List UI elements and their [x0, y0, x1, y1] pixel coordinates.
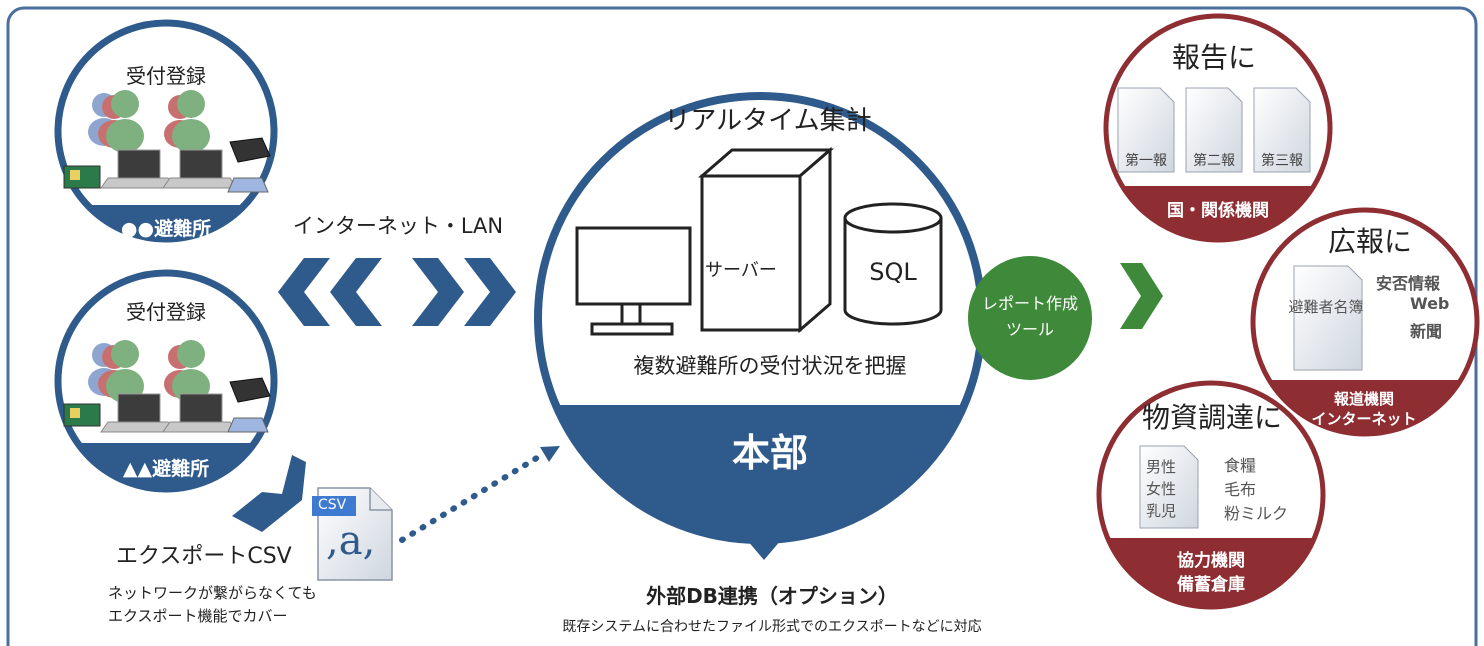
- shelter-1-circle: [54, 19, 278, 243]
- pr-circle: [1250, 207, 1480, 437]
- pr-title: 広報に: [1327, 225, 1413, 258]
- hq-title: リアルタイム集計: [664, 106, 872, 136]
- hq-name: 本部: [731, 431, 809, 475]
- supply-band-line1: 協力機関: [1177, 551, 1245, 571]
- server-icon: [697, 146, 835, 334]
- pr-band-line2: インターネット: [1311, 410, 1417, 428]
- dotted-arrow: [399, 446, 560, 543]
- export-note-line2: エクスポート機能でカバー: [108, 607, 288, 625]
- report-doc-3: 第三報: [1261, 153, 1303, 169]
- shelter-1-reception-label: 受付登録: [126, 64, 206, 88]
- right-chevron-icon: [1120, 263, 1163, 329]
- csv-badge: CSV: [318, 497, 347, 513]
- tablet-icon: [229, 137, 271, 163]
- export-note-line1: ネットワークが繋がらなくても: [108, 584, 317, 602]
- report-tool-circle: [968, 256, 1092, 380]
- network-label: インターネット・LAN: [292, 214, 504, 238]
- card-reader-icon: [63, 403, 101, 427]
- tablet-icon: [229, 377, 271, 403]
- scanner-icon: [227, 177, 269, 193]
- report-title: 報告に: [1171, 41, 1257, 74]
- pr-band-line1: 報道機関: [1333, 390, 1395, 408]
- pr-item-2: Web: [1410, 294, 1450, 313]
- report-tool-line1: レポート作成: [981, 294, 1079, 313]
- people-icon: [88, 90, 210, 153]
- pr-doc: 避難者名簿: [1288, 298, 1364, 316]
- pr-item-3: 新聞: [1410, 322, 1443, 341]
- export-arrow-icon: [232, 455, 306, 532]
- supply-band-line2: 備蓄倉庫: [1177, 575, 1245, 595]
- supply-item-1: 食糧: [1224, 456, 1257, 475]
- hq-status: 複数避難所の受付状況を把握: [633, 354, 907, 378]
- csv-file-glyph: ,a,: [326, 518, 376, 564]
- export-csv-title: エクスポートCSV: [116, 544, 292, 569]
- supply-item-3: 粉ミルク: [1224, 504, 1289, 523]
- server-label: サーバー: [705, 260, 777, 281]
- card-reader-icon: [63, 165, 101, 189]
- shelter-2-name: ▲▲避難所: [122, 458, 210, 480]
- report-band: 国・関係機関: [1167, 201, 1269, 221]
- external-db-title: 外部DB連携（オプション）: [646, 584, 898, 608]
- supply-item-2: 毛布: [1224, 480, 1257, 499]
- report-doc-1: 第一報: [1125, 153, 1167, 169]
- supply-title: 物資調達に: [1141, 401, 1283, 434]
- scanner-icon: [227, 417, 269, 433]
- laptop-icon: [100, 149, 238, 189]
- supply-doc-line3: 乳児: [1146, 502, 1177, 520]
- shelter-1-name: ●●避難所: [120, 218, 212, 240]
- database-icon: [843, 202, 943, 326]
- supply-doc-line2: 女性: [1146, 480, 1177, 498]
- report-docs: [1117, 87, 1311, 173]
- bidirectional-chevrons-icon: [278, 258, 516, 326]
- laptop-icon: [100, 393, 238, 433]
- shelter-2-circle: [54, 269, 278, 493]
- shelter-2-reception-label: 受付登録: [126, 300, 206, 324]
- down-chevron-icon: [730, 520, 798, 560]
- monitor-icon: [575, 226, 692, 336]
- supply-doc-line1: 男性: [1146, 458, 1177, 476]
- csv-file-icon: [312, 487, 393, 581]
- people-icon: [88, 340, 210, 403]
- pr-item-1: 安否情報: [1376, 274, 1441, 293]
- report-tool-line2: ツール: [1005, 320, 1055, 339]
- db-label: SQL: [869, 258, 917, 286]
- report-doc-2: 第二報: [1193, 153, 1235, 169]
- external-db-subtitle: 既存システムに合わせたファイル形式でのエクスポートなどに対応: [562, 619, 982, 635]
